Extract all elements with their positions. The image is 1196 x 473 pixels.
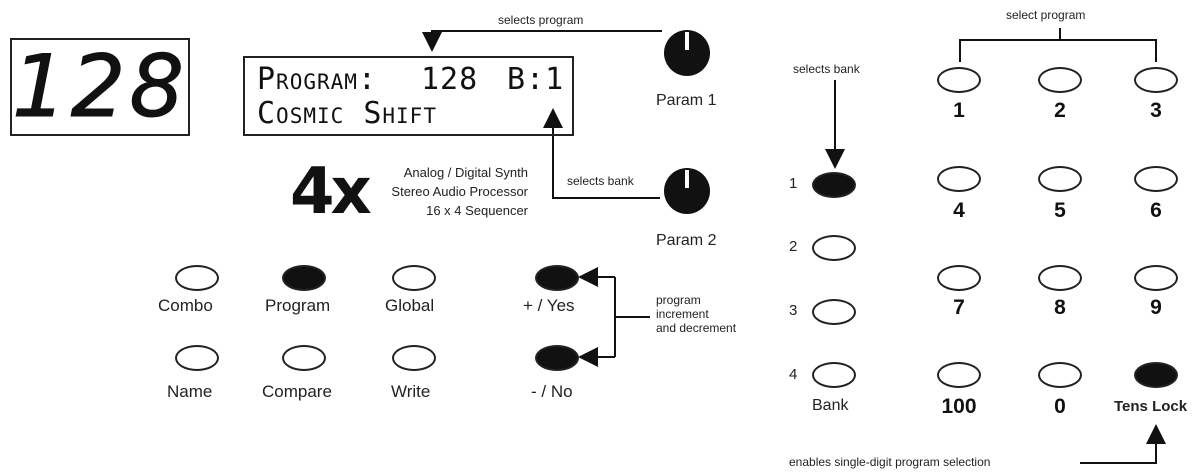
key-8-button[interactable] [1038, 265, 1082, 291]
tens-lock-label: Tens Lock [1114, 398, 1188, 415]
key-9-button[interactable] [1134, 265, 1178, 291]
param1-note: selects program [498, 13, 584, 27]
param1-label: Param 1 [656, 92, 717, 109]
brand-logo: 4x [290, 155, 372, 229]
param2-note: selects bank [567, 174, 634, 188]
lcd-program-name: Cosmic Shift [257, 96, 437, 131]
key-1-label: 1 [953, 99, 965, 122]
yes-button[interactable] [535, 265, 579, 291]
key-9-label: 9 [1150, 296, 1162, 319]
key-100-label: 100 [941, 395, 977, 418]
name-label: Name [167, 382, 213, 401]
key-7-button[interactable] [937, 265, 981, 291]
key-8-label: 8 [1054, 296, 1066, 319]
key-3-button[interactable] [1134, 67, 1178, 93]
lcd-display: Program: 128 B:1 Cosmic Shift [243, 56, 574, 136]
compare-label: Compare [262, 382, 332, 401]
key-2-button[interactable] [1038, 67, 1082, 93]
yes-label: + / Yes [523, 296, 575, 315]
write-button[interactable] [392, 345, 436, 371]
led-number: 128 [12, 37, 189, 137]
lcd-program-label: Program: [257, 62, 377, 97]
no-button[interactable] [535, 345, 579, 371]
lcd-program-number: 128 [421, 62, 479, 97]
no-label: - / No [531, 382, 573, 401]
program-button[interactable] [282, 265, 326, 291]
inc-dec-note: program increment and decrement [656, 293, 736, 335]
key-6-button[interactable] [1134, 166, 1178, 192]
led-display: 128 [10, 38, 190, 136]
compare-button[interactable] [282, 345, 326, 371]
param2-knob[interactable] [664, 168, 710, 214]
key-7-label: 7 [953, 296, 965, 319]
key-0-button[interactable] [1038, 362, 1082, 388]
key-0-label: 0 [1054, 395, 1066, 418]
program-label: Program [265, 296, 331, 315]
bank-4-button[interactable] [812, 362, 856, 388]
lcd-bank: B:1 [507, 62, 565, 97]
bank-number-4: 4 [789, 366, 798, 383]
inc-dec-note-line-2: increment [656, 307, 709, 321]
param2-label: Param 2 [656, 232, 717, 249]
write-label: Write [391, 382, 431, 401]
brand-tagline: Analog / Digital Synth Stereo Audio Proc… [366, 163, 528, 220]
key-100-button[interactable] [937, 362, 981, 388]
combo-button[interactable] [175, 265, 219, 291]
bank-label: Bank [812, 397, 849, 414]
inc-dec-note-line-1: program [656, 293, 701, 307]
bank-number-1: 1 [789, 175, 798, 192]
bank-number-2: 2 [789, 238, 798, 255]
name-button[interactable] [175, 345, 219, 371]
global-button[interactable] [392, 265, 436, 291]
select-program-note: select program [1006, 8, 1086, 22]
key-4-button[interactable] [937, 166, 981, 192]
key-6-label: 6 [1150, 199, 1162, 222]
inc-dec-note-line-3: and decrement [656, 321, 737, 335]
param1-knob[interactable] [664, 30, 710, 76]
bank-2-button[interactable] [812, 235, 856, 261]
bank-number-3: 3 [789, 302, 798, 319]
key-3-label: 3 [1150, 99, 1162, 122]
key-5-label: 5 [1054, 199, 1066, 222]
bank-1-button[interactable] [812, 172, 856, 198]
tens-lock-note: enables single-digit program selection [789, 455, 991, 469]
bank-3-button[interactable] [812, 299, 856, 325]
tens-lock-button[interactable] [1134, 362, 1178, 388]
tagline-line-1: Analog / Digital Synth [403, 165, 528, 180]
bank-note: selects bank [793, 62, 860, 76]
key-1-button[interactable] [937, 67, 981, 93]
key-5-button[interactable] [1038, 166, 1082, 192]
combo-label: Combo [158, 296, 213, 315]
key-4-label: 4 [953, 199, 965, 222]
global-label: Global [385, 296, 435, 315]
tagline-line-3: 16 x 4 Sequencer [426, 203, 528, 218]
tagline-line-2: Stereo Audio Processor [391, 184, 528, 199]
key-2-label: 2 [1054, 99, 1066, 122]
